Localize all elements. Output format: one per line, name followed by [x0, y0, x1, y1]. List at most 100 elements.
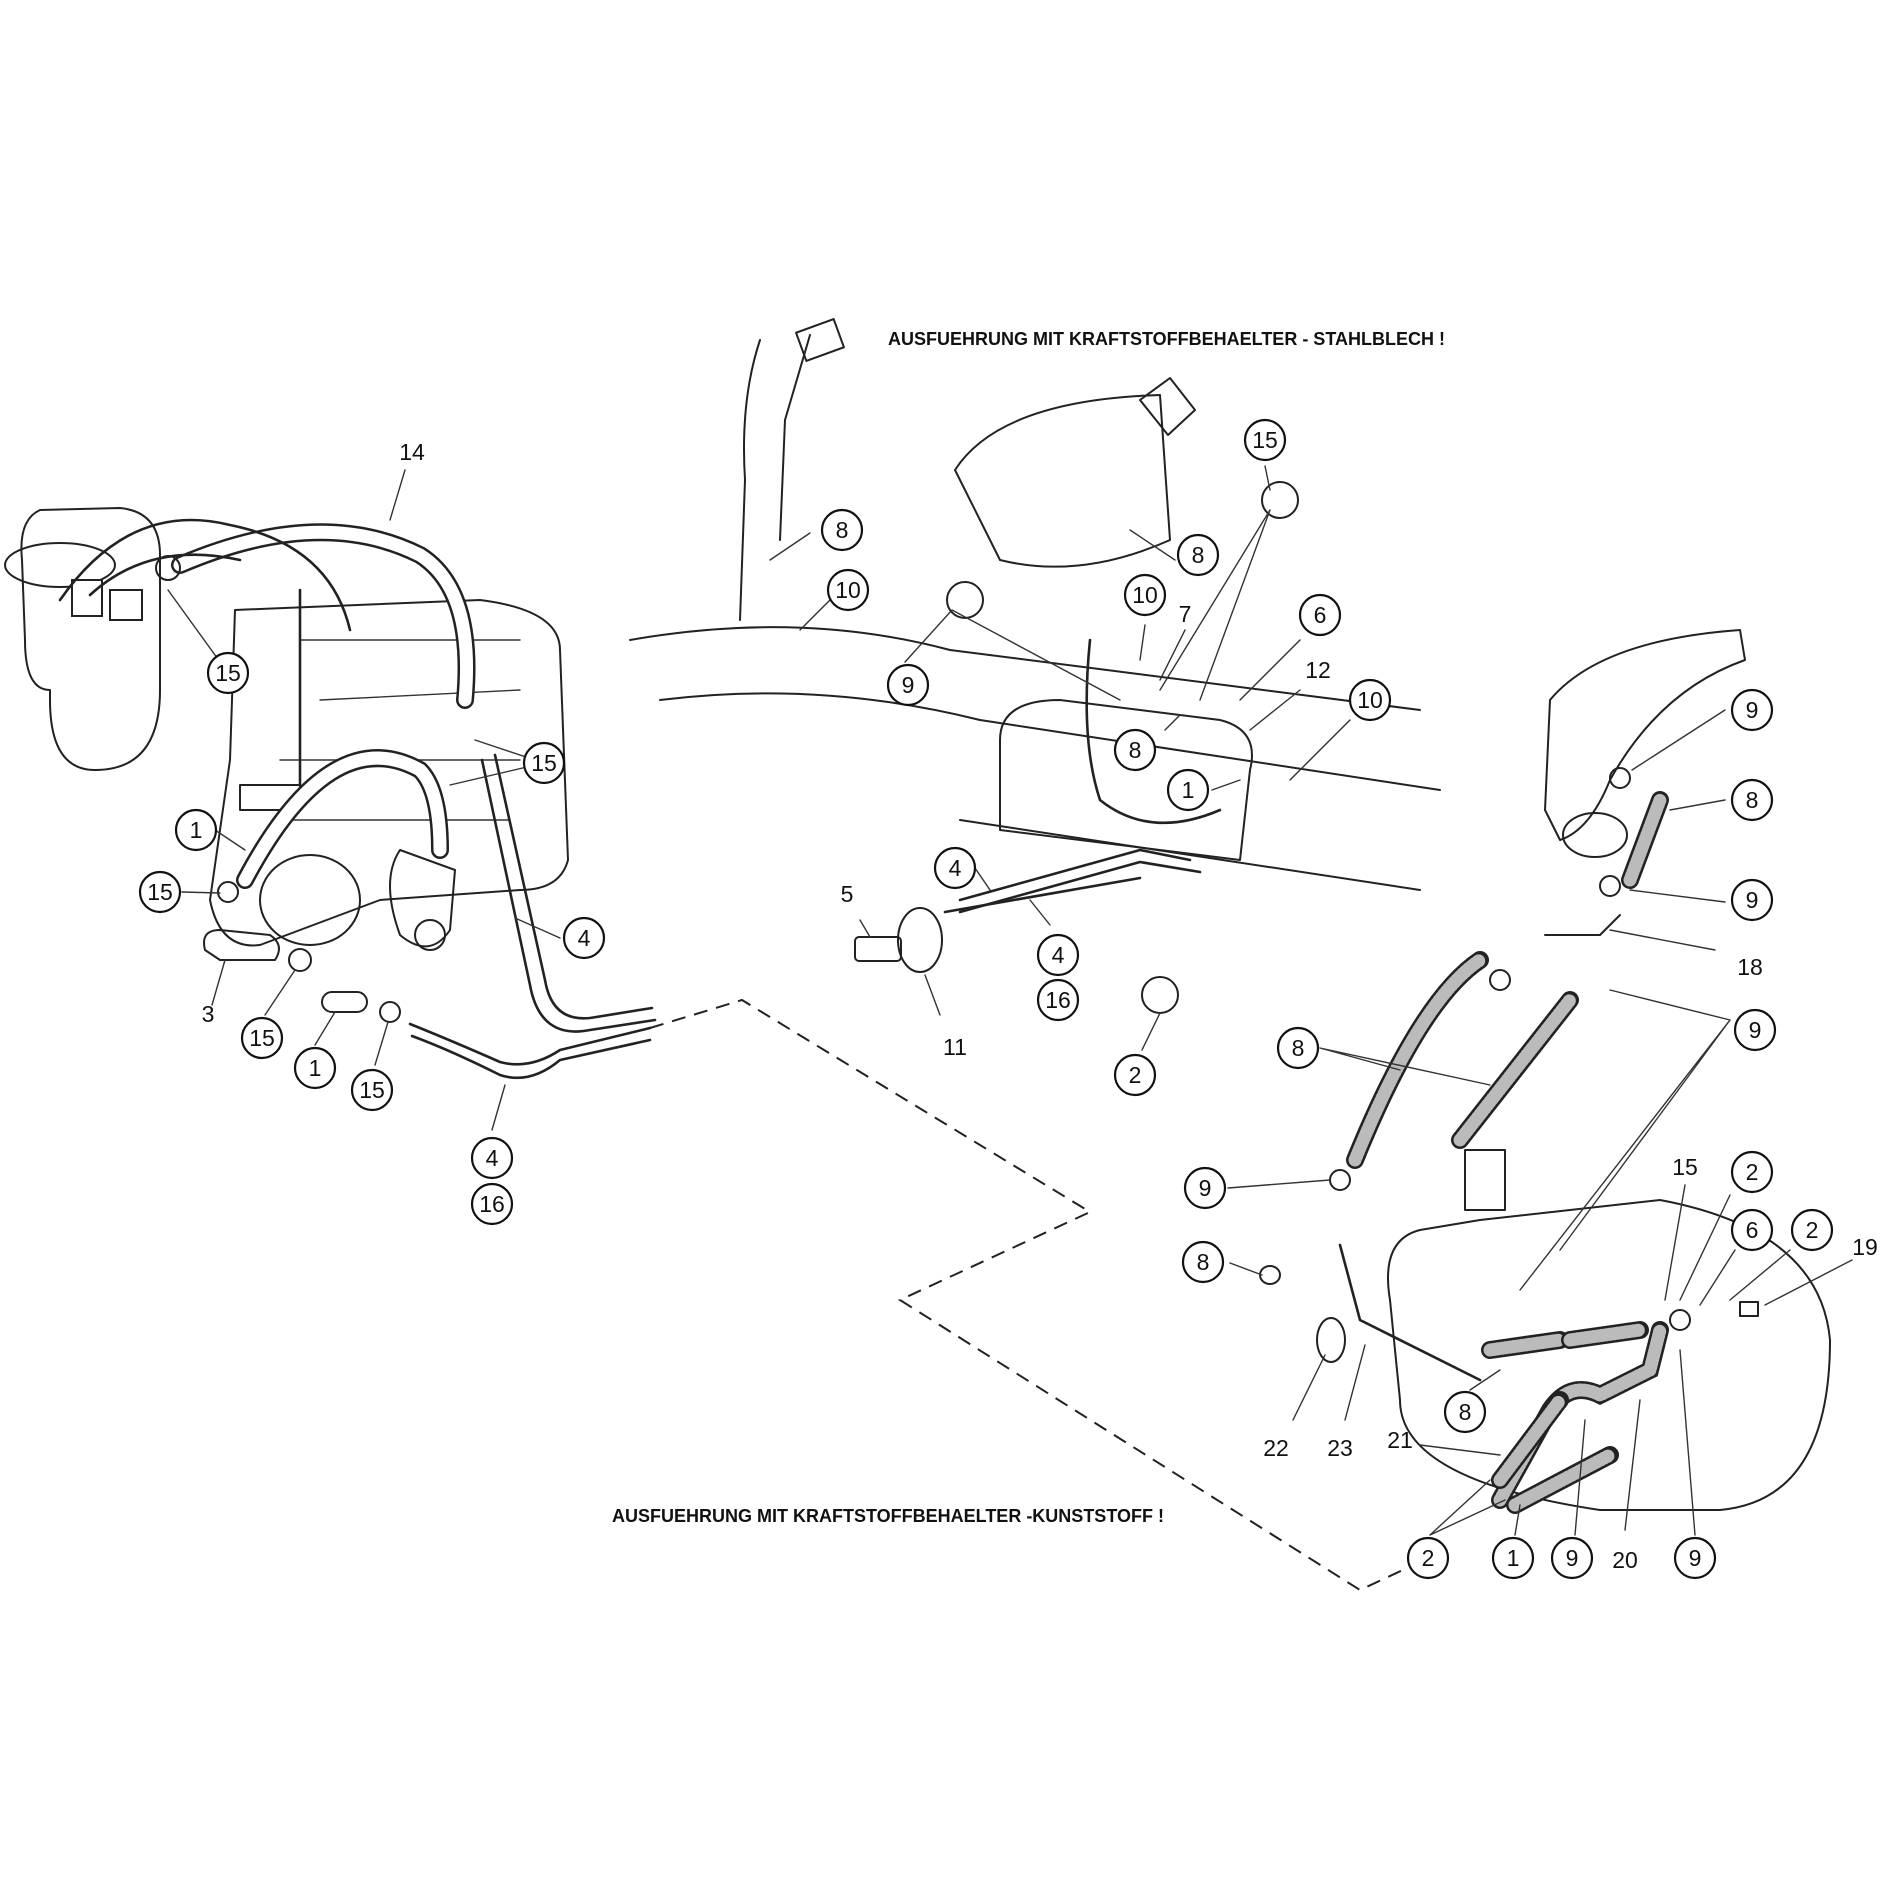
callout-16-b-circle: [1036, 978, 1080, 1022]
callout-23: 23: [1327, 1435, 1353, 1461]
callout-16-a: 16: [479, 1191, 505, 1217]
callout-16-b: 16: [1045, 987, 1071, 1013]
pump-cap: [414, 919, 446, 951]
callout-15-e-circle: [350, 1068, 394, 1112]
steel-tank-neck: [1139, 377, 1196, 436]
callout-8-c: 8: [1129, 737, 1142, 763]
leader-8-a: [769, 532, 811, 561]
callout-15-b: 15: [531, 750, 557, 776]
callout-20: 20: [1612, 1547, 1638, 1573]
leader-4-b: [491, 1084, 506, 1131]
leader-2-d: [1429, 1479, 1506, 1536]
callout-7: 7: [1179, 601, 1192, 627]
callout-15-g: 15: [1672, 1154, 1698, 1180]
frame-rail-3: [959, 819, 1421, 891]
callout-8-f-circle: [1181, 1240, 1225, 1284]
callout-4-b-circle: [470, 1136, 514, 1180]
clamp-small-d: [217, 881, 239, 903]
callout-8-g-circle: [1443, 1390, 1487, 1434]
callout-2-b-circle: [1730, 1150, 1774, 1194]
hose-8-upper-texture: [1623, 793, 1667, 887]
hose-1-right-texture: [1508, 1448, 1617, 1512]
callout-9-a-circle: [886, 663, 930, 707]
callout-2-d: 2: [1422, 1545, 1435, 1571]
leader-9-g: [1679, 1349, 1696, 1536]
callout-14: 14: [399, 439, 425, 465]
part-19-plug: [1739, 1301, 1759, 1317]
engine-block: [209, 599, 569, 947]
hose-segment-right-2-texture: [1563, 1323, 1647, 1347]
callout-2-d-circle: [1406, 1536, 1450, 1580]
y-connector-18: [1544, 914, 1621, 936]
callout-9-b-circle: [1730, 688, 1774, 732]
callout-9-c: 9: [1746, 887, 1759, 913]
callout-1-b: 1: [309, 1055, 322, 1081]
leader-23: [1344, 1344, 1366, 1421]
fuel-line-bundle-2: [958, 860, 1202, 914]
steel-tank-assembly: [629, 318, 1441, 1014]
filler-neck-end: [1562, 812, 1628, 858]
callout-15-d-circle: [240, 1016, 284, 1060]
callout-10-c: 10: [1357, 687, 1383, 713]
callout-2-b: 2: [1746, 1159, 1759, 1185]
leader-5: [859, 919, 871, 938]
pipe-4-upper-outer: [493, 753, 654, 1020]
callout-1-c-circle: [1166, 768, 1210, 812]
callout-10-c-circle: [1348, 678, 1392, 722]
callout-labels: 14 15 15 1 15 3 15 1 15 4 4 16 8 10 9 8 …: [138, 418, 1878, 1580]
leader-10-c: [1289, 719, 1351, 781]
leader-1-d: [1514, 1504, 1521, 1536]
leader-9-f: [1574, 1419, 1586, 1536]
return-hose-lower: [88, 553, 242, 597]
left-engine-assembly: [4, 507, 657, 1080]
callout-10-a-circle: [826, 568, 870, 612]
fuel-line-bundle: [958, 848, 1192, 902]
callout-1-b-circle: [293, 1046, 337, 1090]
callout-15-f-circle: [1243, 418, 1287, 462]
leader-2-a: [1141, 1012, 1161, 1051]
leader-8-g: [1469, 1369, 1501, 1391]
callout-1-d: 1: [1507, 1545, 1520, 1571]
callout-8-b-circle: [1176, 533, 1220, 577]
part-8-small-cap: [1259, 1265, 1281, 1285]
callout-21: 21: [1387, 1427, 1413, 1453]
hose-14-inner: [173, 525, 474, 707]
part-5-connector: [854, 936, 902, 962]
leader-1-b: [314, 1011, 336, 1046]
leader-8-d: [1669, 799, 1726, 811]
hose-segment-1: [321, 991, 368, 1013]
vent-hose-right-texture: [1453, 993, 1577, 1147]
callout-2-c: 2: [1806, 1217, 1819, 1243]
leader-19: [1764, 1259, 1853, 1306]
callout-9-e: 9: [1199, 1175, 1212, 1201]
callout-9-c-circle: [1730, 878, 1774, 922]
plastic-tank-neck: [1464, 1149, 1506, 1211]
clamp-9-d: [1329, 1169, 1351, 1191]
reservoir-top: [4, 542, 116, 588]
leader-15-d: [264, 969, 296, 1016]
callout-22: 22: [1263, 1435, 1289, 1461]
dashed-group-separator: [649, 998, 1421, 1592]
callout-2-a-circle: [1113, 1053, 1157, 1097]
callout-10-a: 10: [835, 577, 861, 603]
plastic-version-title: AUSFUEHRUNG MIT KRAFTSTOFFBEHAELTER -KUN…: [612, 1506, 1164, 1526]
clamp-small-b: [379, 1001, 401, 1023]
callout-1-a-circle: [174, 808, 218, 852]
fuel-filter-housing: [20, 507, 161, 771]
callout-6-a: 6: [1314, 602, 1327, 628]
plastic-filler-neck: [1544, 629, 1746, 841]
callout-4-a: 4: [578, 925, 591, 951]
leader-20: [1624, 1399, 1641, 1531]
engine-detail-lines: [279, 639, 521, 821]
callout-15-a: 15: [215, 660, 241, 686]
callout-9-d: 9: [1749, 1017, 1762, 1043]
pipe-4-upper: [480, 758, 657, 1033]
callout-8-a-circle: [820, 508, 864, 552]
callout-4-c: 4: [949, 855, 962, 881]
leader-4-c: [974, 867, 991, 891]
callout-9-g: 9: [1689, 1545, 1702, 1571]
clamp-9-a: [1489, 969, 1511, 991]
callout-15-d: 15: [249, 1025, 275, 1051]
leader-9-e: [1227, 1179, 1331, 1189]
